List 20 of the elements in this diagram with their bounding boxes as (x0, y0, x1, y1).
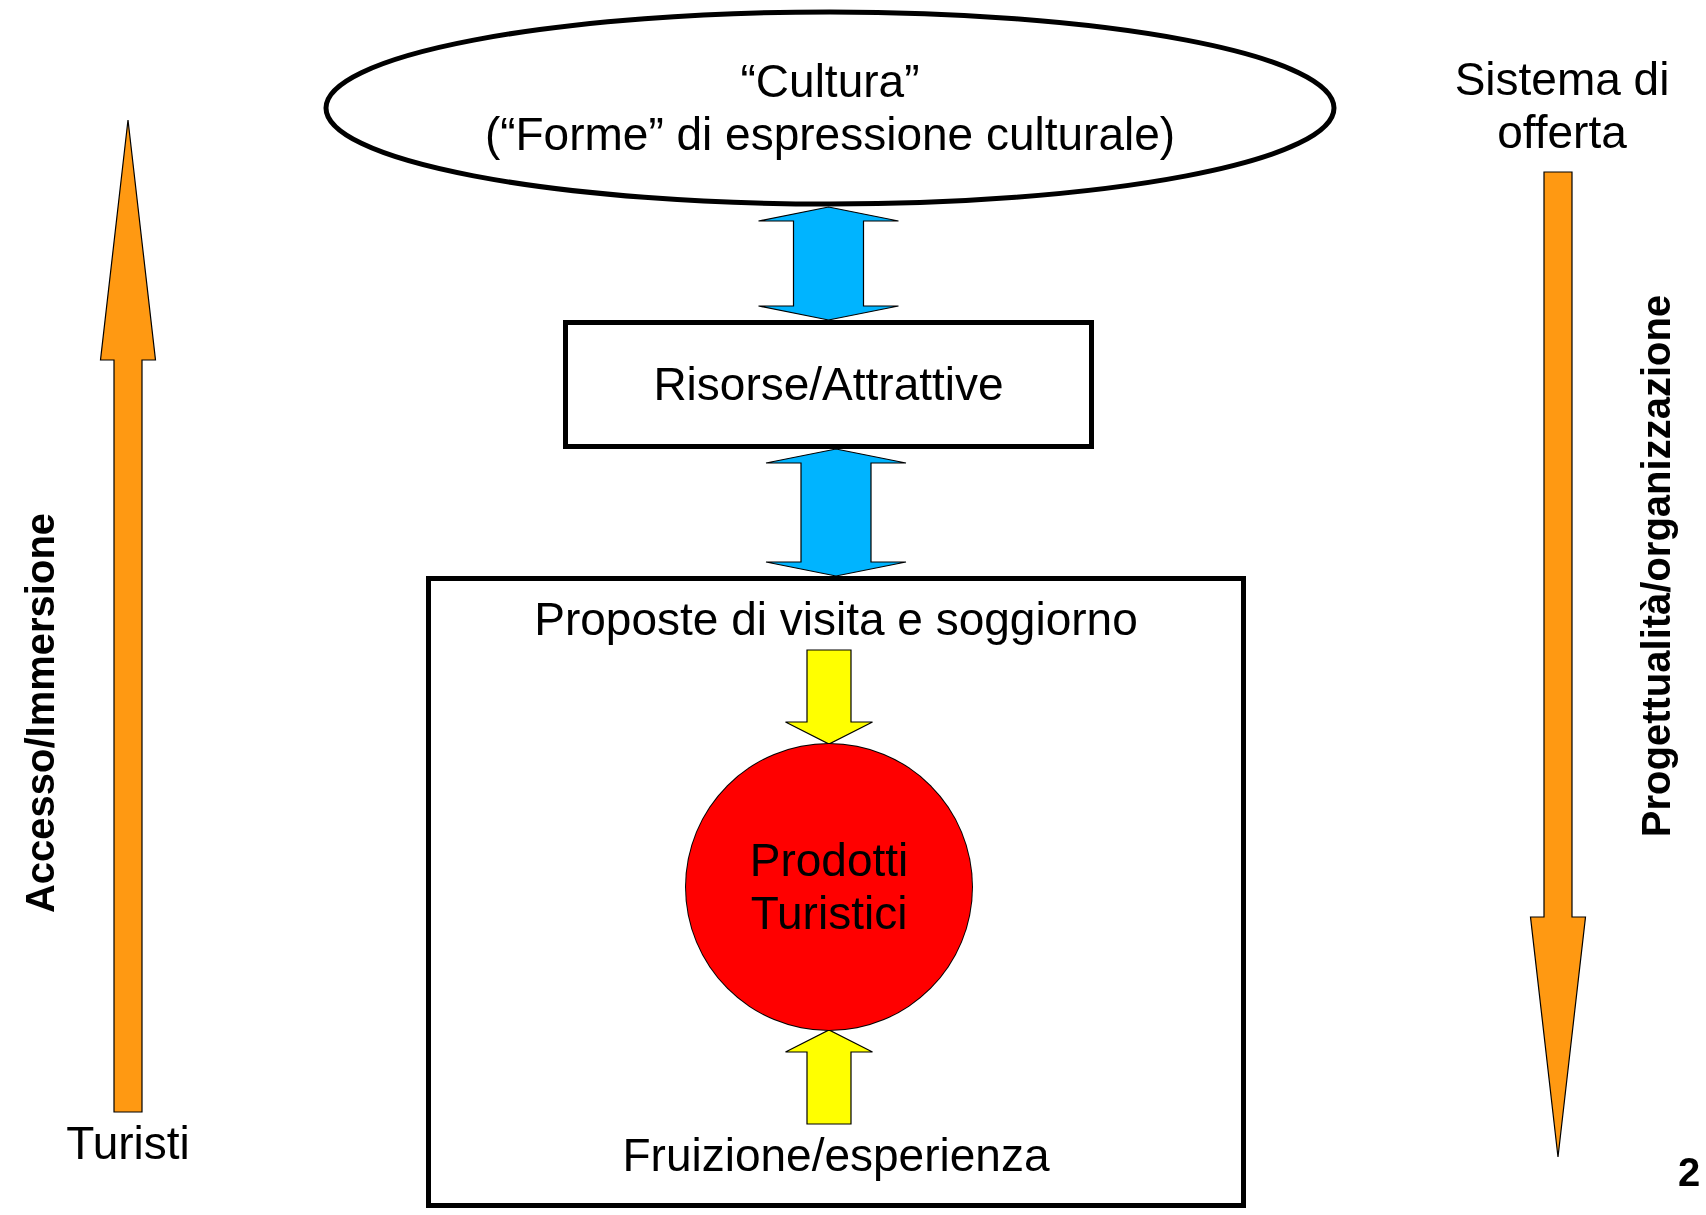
node-label: Fruizione/esperienza (456, 1124, 1216, 1186)
block-arrow (757, 206, 900, 321)
edge-label: Accesso/Immersione (17, 512, 63, 914)
page-number: 2 (1678, 1150, 1701, 1195)
node-label: Turisti (38, 1112, 218, 1174)
node-text: Prodotti Turistici (748, 834, 910, 940)
node-label: Sistema di offerta (1431, 40, 1693, 172)
node-text: “Cultura” (740, 55, 920, 108)
block-arrow (99, 119, 157, 1113)
process-box (563, 320, 1094, 449)
block-arrow (1529, 171, 1587, 1158)
node-text: Risorse/Attrattive (653, 358, 1004, 411)
block-arrow (765, 448, 907, 577)
node-text: (“Forme” di espressione culturale) (484, 108, 1176, 161)
process-box (426, 576, 1246, 1208)
ellipse-node (323, 9, 1337, 207)
edge-label: Progettualità/organizzazione (1633, 294, 1679, 838)
block-arrow (784, 649, 874, 745)
node-label: Proposte di visita e soggiorno (456, 588, 1216, 650)
block-arrow (784, 1029, 874, 1125)
